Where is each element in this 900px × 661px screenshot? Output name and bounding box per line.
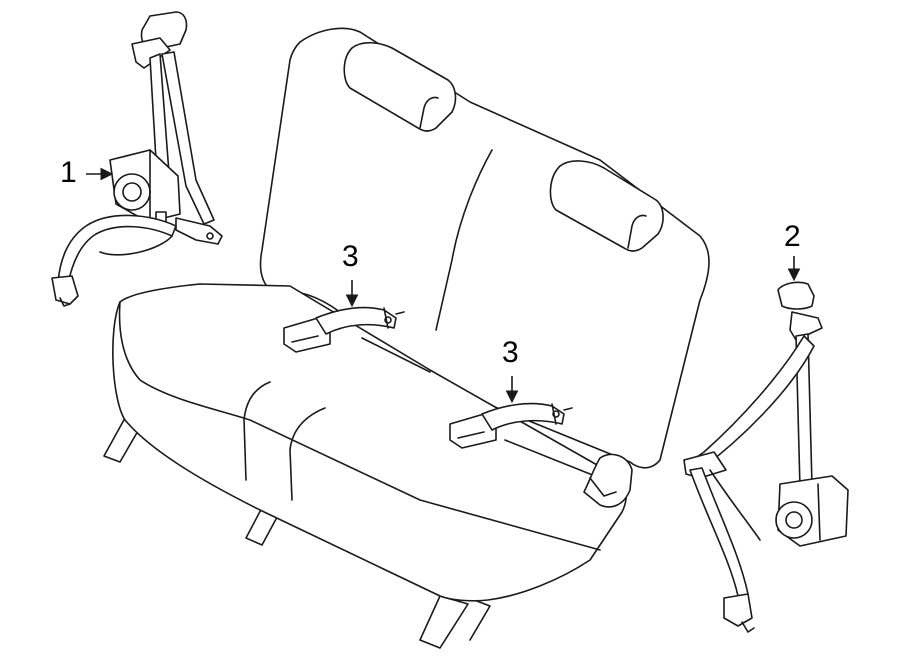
callout-number-3-center: 3 [342,240,359,273]
seat-belt-buckle-center [283,306,405,353]
callout-number-3-right: 3 [502,336,519,369]
seat-belt-retractor-right [683,281,849,633]
leader-arrows [86,167,801,404]
seat-belt-buckle-right [449,402,573,449]
headrest-left [343,41,457,132]
seat-back [259,27,710,469]
callout-number-2: 2 [784,220,801,253]
callout-number-1: 1 [60,156,77,189]
seat-leg-right [419,595,469,649]
headrest-right [549,160,664,252]
rear-bench-seat [103,27,710,649]
seat-belt-retractor-left [51,11,223,307]
